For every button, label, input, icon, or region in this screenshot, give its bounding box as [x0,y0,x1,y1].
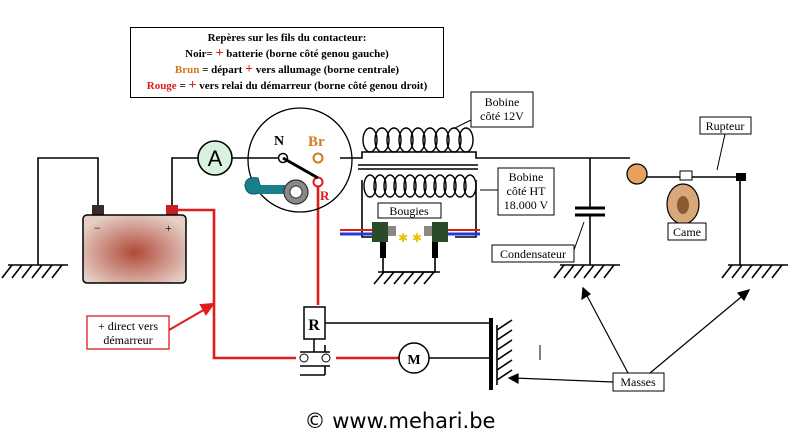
bobine-12v-line2: côté 12V [480,109,524,123]
rupteur-box: Rupteur [699,116,752,135]
battery: − + [82,205,187,284]
bobine-ht-line1: Bobine [509,170,544,184]
starter-motor: M [398,342,430,374]
direct-starter-line1: + direct vers [98,319,158,333]
black-wires [37,151,741,376]
plus-icon: + [188,78,197,93]
legend-rouge-eq: = [179,80,186,92]
ammeter: A [197,140,233,176]
legend-line-rouge: Rouge = + vers relai du démarreur (borne… [131,78,443,94]
terminal-br-label: Br [308,134,325,150]
legend-brun-prefix: Brun [174,64,200,76]
legend-line-brun: Brun = départ + vers allumage (borne cen… [131,62,443,78]
masses-label: Masses [620,375,656,389]
condensateur-box: Condensateur [491,244,575,263]
terminal-br-contact [312,152,324,164]
ground-symbols [1,264,788,385]
masses-arrows [507,286,751,385]
terminal-r-label: R [320,188,330,203]
bougies-box: Bougies [377,202,442,219]
direct-starter-arrow [168,302,216,331]
bobine-12v-box: Bobine côté 12V [470,91,534,128]
legend-rouge-prefix: Rouge [146,80,177,92]
ground-battery [1,264,68,279]
legend-brun-rest: vers allumage (borne centrale) [255,64,400,76]
relay-label: R [308,317,320,334]
ground-bougies [373,271,440,285]
legend-noir-text: batterie (borne côté genou gauche) [226,48,389,60]
ground-rupteur [721,264,788,279]
motor-label: M [407,353,420,368]
red-wires [172,182,402,360]
masses-box: Masses [612,372,665,392]
rupteur-label: Rupteur [706,119,745,133]
came-label: Came [673,225,701,239]
legend-title: Repères sur les fils du contacteur: [207,32,367,44]
legend-noir-prefix: Noir= [185,48,213,60]
plus-icon: + [215,46,224,61]
plus-icon: + [245,62,254,77]
wire-legend: Repères sur les fils du contacteur: Noir… [130,27,444,98]
direct-starter-box: + direct vers démarreur [86,315,170,350]
legend-line-noir: Noir= + batterie (borne côté genou gauch… [131,46,443,62]
direct-starter-line2: démarreur [103,333,152,347]
bougies-label: Bougies [389,204,429,218]
bobine-12v-line1: Bobine [485,95,520,109]
came-box: Came [667,222,707,241]
ammeter-label: A [208,146,223,171]
condenser [575,206,605,217]
breaker-points [626,163,746,225]
bobine-ht-line3: 18.000 V [504,198,549,212]
ignition-switch: N Br R [244,107,353,213]
terminal-n-label: N [274,134,284,149]
bobine-ht-line2: côté HT [507,184,547,198]
battery-plus-label: + [165,221,172,235]
terminal-r-contact [312,176,324,188]
battery-minus-label: − [94,221,101,235]
spark-icon: ✱ [398,231,408,245]
spark-icon: ✱ [412,231,422,245]
condensateur-label: Condensateur [500,247,566,261]
key-icon [244,177,309,205]
ground-condensateur [553,264,620,279]
starter-relay: R [296,306,336,367]
bobine-ht-box: Bobine côté HT 18.000 V [497,167,555,216]
coil-secondary [363,174,477,198]
coil-primary [362,127,474,153]
spark-plugs: ✱ ✱ [340,222,480,258]
legend-brun-text: = départ [202,64,243,76]
ground-starter [496,319,541,385]
legend-rouge-text: vers relai du démarreur (borne côté geno… [199,80,428,92]
footer-copyright: © www.mehari.be [304,409,496,433]
